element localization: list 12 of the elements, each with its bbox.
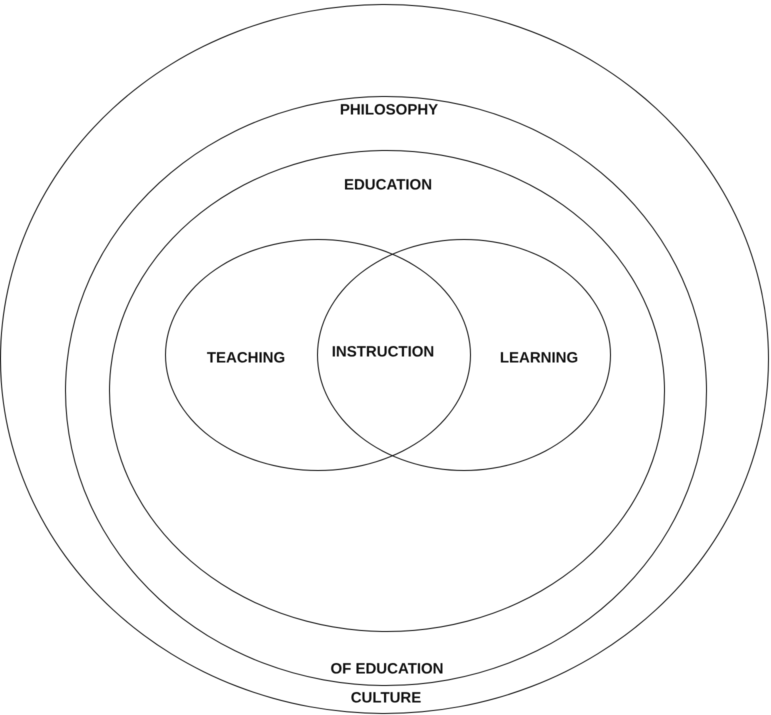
region-label: OF EDUCATION [330, 660, 444, 678]
ellipse [65, 96, 707, 686]
region-label: CULTURE [350, 690, 422, 706]
outer-ellipse [0, 4, 769, 714]
overlap-label: INSTRUCTION [332, 344, 434, 360]
region-label: PHILOSOPHY [340, 102, 438, 118]
ellipse [165, 239, 471, 471]
region-label: TEACHING [206, 350, 286, 366]
region-label: LEARNING [500, 350, 578, 366]
ellipse [317, 239, 611, 471]
ellipse [109, 150, 665, 632]
region-label: EDUCATION [344, 176, 432, 194]
